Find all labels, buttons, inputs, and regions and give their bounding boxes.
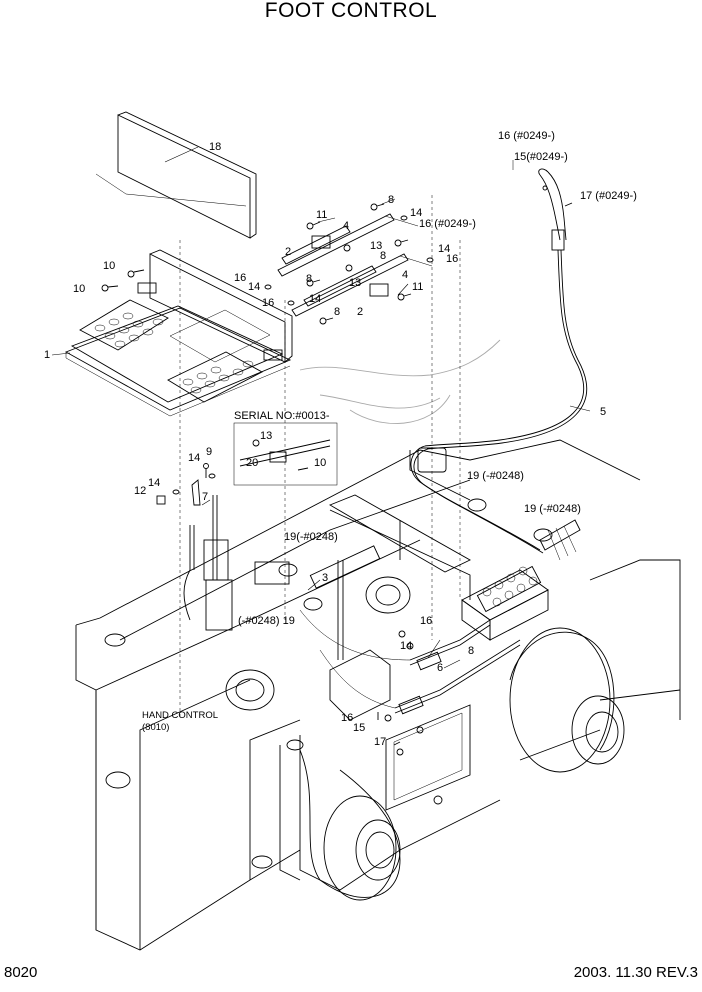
- page-number: 8020: [4, 964, 38, 981]
- callout-20: 20: [246, 457, 258, 469]
- control-valve: [278, 498, 581, 641]
- callout-16f: 16: [341, 712, 353, 724]
- floor-plate: [385, 704, 471, 811]
- push-pull-cables: [299, 609, 521, 746]
- callout-17-0249: 17 (#0249-): [580, 190, 637, 202]
- callout-15-0249: 15(#0249-): [514, 151, 568, 163]
- callout-8e: 8: [468, 645, 474, 657]
- callout-19c: 19(-#0248): [284, 531, 338, 543]
- callout-13b: 13: [349, 277, 361, 289]
- callout-16-0249: 16 (#0249-): [498, 130, 555, 142]
- callout-6: 6: [437, 662, 443, 674]
- callout-3: 3: [322, 572, 328, 584]
- callout-5: 5: [600, 406, 606, 418]
- exploded-view-drawing: [51, 111, 681, 951]
- callout-8d: 8: [334, 306, 340, 318]
- callout-2a: 2: [285, 246, 291, 258]
- callout-19a: 19 (-#0248): [467, 470, 524, 482]
- callout-8a: 8: [388, 194, 394, 206]
- callout-13c: 13: [260, 430, 272, 442]
- callout-10b: 10: [73, 283, 85, 295]
- callout-8c: 8: [306, 273, 312, 285]
- callout-11b: 11: [412, 281, 423, 293]
- callout-19b: 19 (-#0248): [524, 503, 581, 515]
- callout-15b: 15: [353, 722, 365, 734]
- callout-1: 1: [44, 349, 50, 361]
- cover-plate: [95, 111, 257, 239]
- callout-10c: 10: [314, 457, 326, 469]
- serial-inset: [233, 422, 338, 486]
- callout-14b: 14: [438, 243, 450, 255]
- callout-14g: 14: [400, 640, 412, 652]
- callout-16a: 16 (#0249-): [419, 218, 476, 230]
- callout-12: 12: [134, 485, 146, 497]
- hand-control-ref: (8010): [142, 722, 169, 733]
- fasteners: [101, 203, 434, 505]
- callout-14e: 14: [188, 452, 200, 464]
- callout-11a: 11: [316, 209, 327, 221]
- callout-4b: 4: [402, 269, 408, 281]
- callout-13a: 13: [370, 240, 382, 252]
- leader-lines: [51, 146, 591, 669]
- callout-10a: 10: [103, 260, 115, 272]
- revision-date: 2003. 11.30 REV.3: [573, 964, 698, 981]
- hand-control-label: HAND CONTROL: [142, 710, 218, 721]
- callout-16e: 16: [420, 615, 432, 627]
- callout-9: 9: [206, 446, 212, 458]
- callout-18: 18: [209, 141, 221, 153]
- pedal-rods: [277, 213, 433, 317]
- callout-16b: 16: [446, 253, 458, 265]
- callout-16d: 16: [262, 297, 274, 309]
- callout-14c: 14: [248, 281, 260, 293]
- callout-labels: 18 1 10 10 11 4 8 14 16 (#0249-) 2 13 8 …: [44, 130, 637, 748]
- callout-14a: 14: [410, 207, 422, 219]
- callout-8b: 8: [380, 250, 386, 262]
- callout-4a: 4: [343, 220, 349, 232]
- callout-17b: 17: [374, 736, 386, 748]
- callout-2b: 2: [357, 306, 363, 318]
- callout-14d: 14: [309, 293, 321, 305]
- serial-inset-label: SERIAL NO:#0013-: [234, 410, 330, 422]
- axle-housings: [299, 627, 625, 901]
- background-ghost-lines: [179, 195, 501, 720]
- callout-19d: (-#0248) 19: [238, 615, 295, 627]
- page-title: FOOT CONTROL: [264, 0, 438, 22]
- control-lever-and-cable: [410, 160, 588, 554]
- pedal-linkage: [183, 479, 391, 721]
- foot-pedal-assembly: [64, 249, 293, 417]
- callout-16c: 16: [234, 272, 246, 284]
- callout-7: 7: [202, 491, 208, 503]
- machine-frame: [75, 439, 681, 951]
- callout-14f: 14: [148, 477, 160, 489]
